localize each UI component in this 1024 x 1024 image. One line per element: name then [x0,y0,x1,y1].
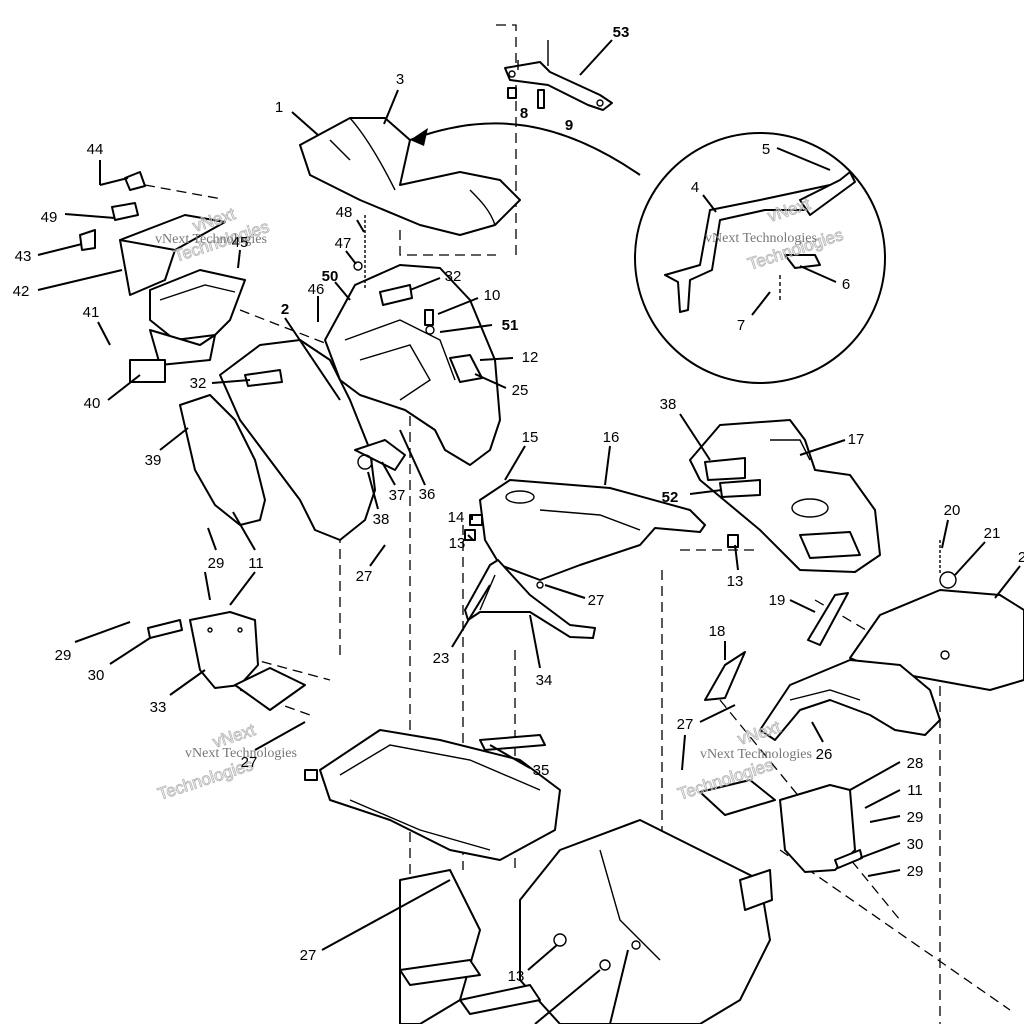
callout-20: 20 [944,502,961,519]
callout-27: 27 [300,947,317,964]
callout-53: 53 [613,24,630,41]
callout-49: 49 [41,209,58,226]
callout-5: 5 [762,141,770,158]
callout-13: 13 [727,573,744,590]
callout-45: 45 [232,234,249,251]
callout-29: 29 [55,647,72,664]
callout-11: 11 [907,782,923,799]
callout-30: 30 [88,667,105,684]
callout-34: 34 [536,672,553,689]
callout-16: 16 [603,429,620,446]
rear-fender [324,215,501,466]
front-fender [704,540,1024,741]
callout-15: 15 [522,429,539,446]
callout-44: 44 [87,141,104,158]
callout-7: 7 [737,317,745,334]
callout-2: 2 [1018,549,1024,566]
callout-39: 39 [145,452,162,469]
callout-9: 9 [565,117,573,134]
callout-8: 8 [520,105,528,122]
callout-labels: 1353895467444943424548475046232105112254… [13,24,1024,985]
callout-41: 41 [83,304,100,321]
callout-13: 13 [508,968,525,985]
callout-35: 35 [533,762,550,779]
watermark-inline: vNext Technologies [185,746,297,761]
callout-37: 37 [389,487,406,504]
callout-21: 21 [984,525,1001,542]
leader-lines [37,39,1021,1024]
callout-47: 47 [335,235,352,252]
callout-6: 6 [842,276,850,293]
callout-12: 12 [522,349,539,366]
detail-view [634,132,886,384]
chassis-frame [304,729,773,1024]
callout-2: 2 [281,301,289,318]
detail-arrow [409,122,641,176]
callout-17: 17 [848,431,865,448]
callout-29: 29 [208,555,225,572]
callout-14: 14 [448,509,465,526]
callout-26: 26 [816,746,833,763]
callout-23: 23 [433,650,450,667]
left-mud-flap [147,611,306,711]
callout-18: 18 [709,623,726,640]
callout-29: 29 [907,809,924,826]
watermark-inline: vNext Technologies [155,232,267,247]
arrow-head [410,128,428,146]
callout-48: 48 [336,204,353,221]
callout-13: 13 [449,535,466,552]
callout-19: 19 [769,592,786,609]
panel-bracket [464,559,596,639]
callout-27: 27 [677,716,694,733]
callout-38: 38 [660,396,677,413]
callout-3: 3 [396,71,404,88]
callout-29: 29 [907,863,924,880]
callout-42: 42 [13,283,30,300]
callout-4: 4 [691,179,699,196]
callout-10: 10 [484,287,501,304]
watermark-inline: vNext Technologies [705,231,817,246]
callout-50: 50 [322,268,339,285]
callout-32: 32 [190,375,207,392]
callout-38: 38 [373,511,390,528]
callout-28: 28 [907,755,924,772]
watermark-inline: vNext Technologies [700,747,812,762]
callout-36: 36 [419,486,436,503]
callout-1: 1 [275,99,283,116]
callout-40: 40 [84,395,101,412]
watermark-brand: vNext [735,717,782,749]
callout-52: 52 [662,489,679,506]
callout-43: 43 [15,248,32,265]
callout-11: 11 [248,555,264,572]
callout-46: 46 [308,281,325,298]
seat-bracket [504,40,613,111]
callout-30: 30 [907,836,924,853]
left-storage-box [79,171,246,383]
seat [299,117,521,236]
right-mud-flap [699,779,863,873]
left-rear-fender [179,339,406,541]
callout-27: 27 [356,568,373,585]
callout-32: 32 [445,268,462,285]
callout-27: 27 [588,592,605,609]
callout-27: 27 [241,754,258,771]
callout-25: 25 [512,382,529,399]
callout-33: 33 [150,699,167,716]
callout-51: 51 [502,317,519,334]
